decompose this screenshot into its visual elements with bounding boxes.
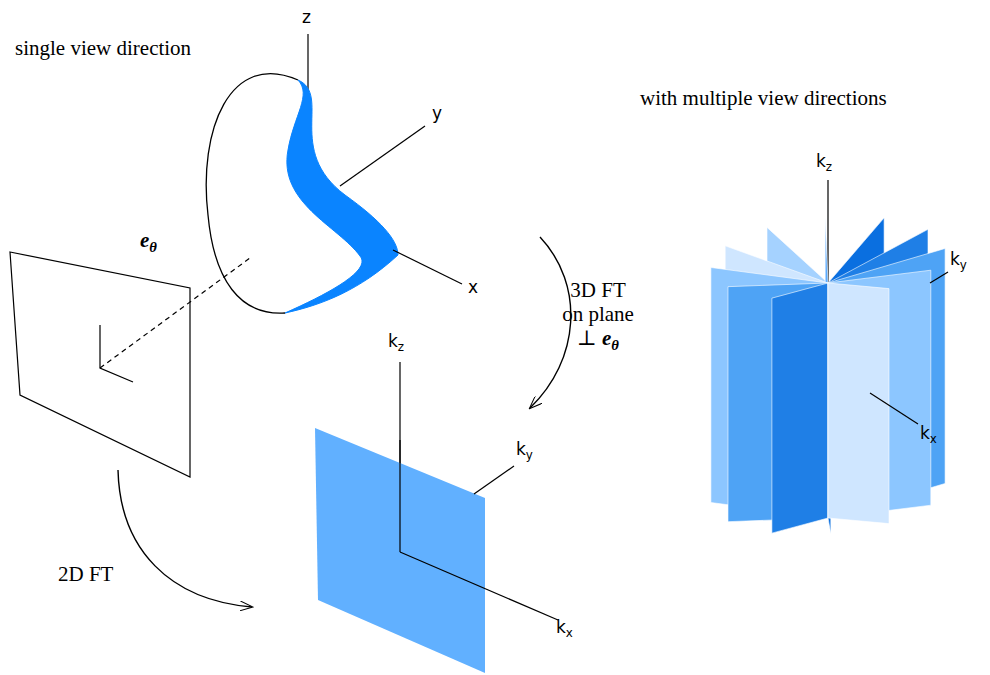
object-slice: [285, 80, 398, 313]
axis-label: kz: [816, 152, 832, 172]
vector-label: eθ: [140, 228, 157, 252]
slice-fan: [711, 217, 945, 534]
fourier-slice: [315, 428, 485, 673]
curved-arrow: [118, 470, 252, 607]
ky-axis: [930, 272, 948, 283]
axis-label: x: [468, 278, 478, 298]
fourier-slice: [772, 283, 828, 533]
view-title: single view direction: [15, 36, 191, 60]
view-direction: [100, 258, 250, 368]
object-outline: [206, 74, 298, 314]
axis-label: y: [432, 104, 442, 124]
axis-label: z: [302, 8, 311, 28]
transform-label: 2D FT: [58, 562, 113, 586]
kz-axis: [399, 362, 400, 552]
axis-label: ky: [950, 250, 967, 270]
axis-label: kx: [920, 424, 937, 444]
z-axis: [307, 34, 308, 96]
axis-label: ky: [516, 440, 533, 460]
ky-axis: [474, 466, 514, 494]
fourier-slice: [828, 283, 889, 524]
kx-axis: [870, 393, 918, 424]
kz-axis: [399, 440, 400, 552]
axis-label: kz: [388, 332, 404, 352]
axis-label: kx: [556, 618, 573, 638]
y-axis: [340, 126, 425, 186]
kx-axis: [400, 552, 558, 620]
view-title: with multiple view directions: [640, 86, 887, 110]
projection-plane: [10, 252, 190, 477]
projection-axes: [100, 325, 133, 382]
x-axis: [393, 250, 462, 284]
transform-label: 3D FT on plane ⊥ eθ: [560, 278, 636, 350]
